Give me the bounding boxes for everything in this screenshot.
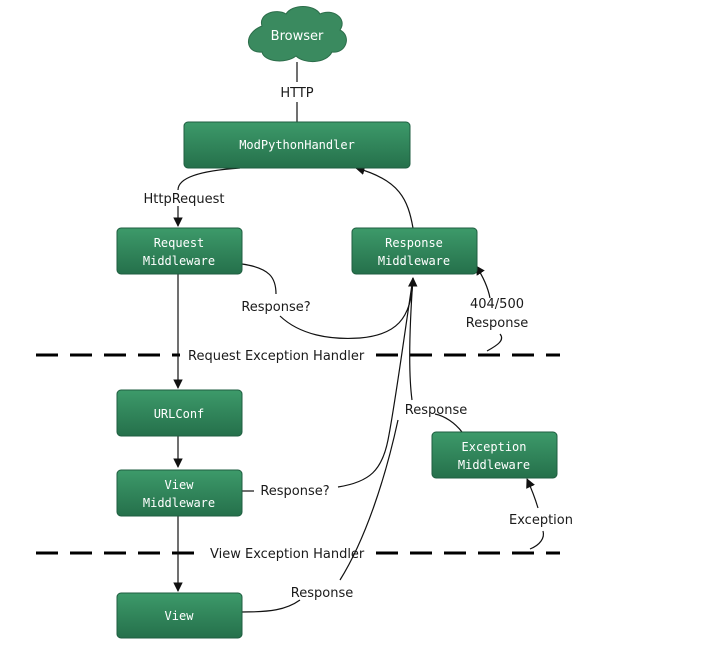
edge-responseq-view-up xyxy=(337,277,414,488)
response-mid-label: Response xyxy=(405,403,467,418)
request-middleware-node: Request Middleware xyxy=(116,227,243,275)
edge-divider-exception xyxy=(529,530,545,550)
edge-response-up xyxy=(339,419,399,581)
view-node: View xyxy=(116,592,243,639)
request-middleware-box xyxy=(116,227,243,275)
edge-response-mid xyxy=(409,277,414,401)
response-view-label: Response xyxy=(291,586,353,601)
edge-responsemw-handler xyxy=(355,165,414,229)
edge-requestmw-responseq xyxy=(241,263,277,295)
edge-404-responsemw xyxy=(475,265,491,299)
response-question-label-top: Response? xyxy=(241,300,310,315)
exception-middleware-box xyxy=(431,431,558,479)
handler-node: ModPythonHandler xyxy=(183,121,411,169)
view-middleware-box xyxy=(116,469,243,517)
edge-handler-httprequest xyxy=(177,167,241,191)
view-label: View xyxy=(165,609,195,623)
edge-exception-exceptionmw xyxy=(526,478,539,509)
response-middleware-line1: Response xyxy=(385,236,443,250)
exception-label: Exception xyxy=(509,513,573,528)
request-exception-handler-label: Request Exception Handler xyxy=(188,349,365,364)
divider-label-bg xyxy=(204,543,372,563)
view-middleware-line1: View xyxy=(165,478,195,492)
request-middleware-line2: Middleware xyxy=(143,254,215,268)
httprequest-label: HttpRequest xyxy=(143,192,224,207)
edge-divider-404 xyxy=(486,333,503,352)
view-box xyxy=(116,592,243,639)
edge-view-response xyxy=(241,599,301,613)
handler-label: ModPythonHandler xyxy=(239,138,355,152)
browser-cloud: Browser xyxy=(248,6,347,62)
response-middleware-box xyxy=(351,227,478,275)
view-middleware-node: View Middleware xyxy=(116,469,243,517)
urlconf-label: URLConf xyxy=(154,407,205,421)
status-404-500-label: 404/500 xyxy=(470,297,524,312)
edge-exceptionmw-response xyxy=(434,413,463,433)
edge-responseq-responsemw xyxy=(279,277,418,339)
request-middleware-line1: Request xyxy=(154,236,205,250)
exception-middleware-line2: Middleware xyxy=(458,458,530,472)
handler-box xyxy=(183,121,411,169)
browser-label: Browser xyxy=(271,29,324,44)
urlconf-box xyxy=(116,389,243,437)
cloud-shape xyxy=(248,6,347,62)
response-middleware-node: Response Middleware xyxy=(351,227,478,275)
response-question-label-view: Response? xyxy=(260,484,329,499)
divider-label-bg xyxy=(180,345,374,365)
status-response-label: Response xyxy=(466,316,528,331)
http-label: HTTP xyxy=(280,86,313,101)
exception-middleware-node: Exception Middleware xyxy=(431,431,558,479)
response-middleware-line2: Middleware xyxy=(378,254,450,268)
urlconf-node: URLConf xyxy=(116,389,243,437)
exception-middleware-line1: Exception xyxy=(461,440,526,454)
view-exception-handler-label: View Exception Handler xyxy=(210,547,365,562)
view-middleware-line2: Middleware xyxy=(143,496,215,510)
